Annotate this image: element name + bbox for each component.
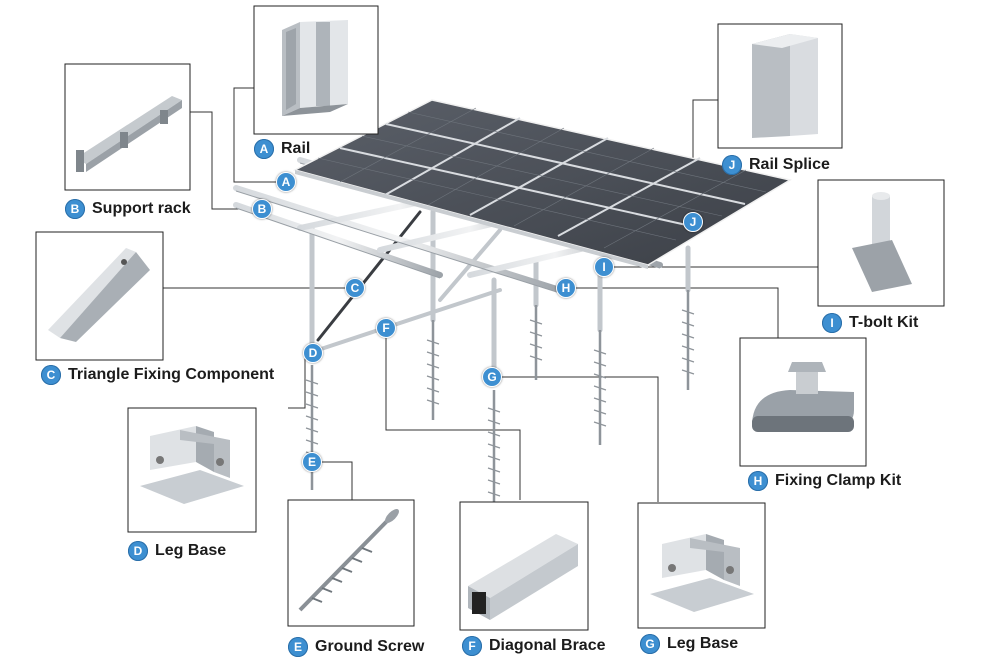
caption-text: Triangle Fixing Component bbox=[68, 366, 275, 383]
marker-c: C bbox=[345, 278, 365, 298]
caption-badge: B bbox=[65, 199, 85, 219]
marker-d: D bbox=[303, 343, 323, 363]
fixing-clamp-illustration bbox=[739, 337, 867, 467]
leader-h bbox=[566, 287, 779, 338]
leg-base-d-illustration bbox=[127, 407, 257, 533]
caption-text: Fixing Clamp Kit bbox=[775, 472, 902, 489]
caption-rail: A Rail bbox=[254, 139, 310, 159]
caption-ground-screw: E Ground Screw bbox=[288, 637, 424, 657]
caption-badge: J bbox=[722, 155, 742, 175]
marker-h: H bbox=[556, 278, 576, 298]
diagonal-brace-illustration bbox=[459, 501, 589, 631]
caption-badge: G bbox=[640, 634, 660, 654]
caption-text: Rail bbox=[281, 140, 311, 157]
caption-badge: E bbox=[288, 637, 308, 657]
leader-g bbox=[492, 376, 659, 502]
rail-splice-illustration bbox=[717, 23, 843, 149]
caption-text: Ground Screw bbox=[315, 638, 425, 655]
solar-panel-array bbox=[292, 99, 792, 269]
leg-base-g-illustration bbox=[637, 502, 766, 629]
caption-support-rack: B Support rack bbox=[65, 199, 191, 219]
t-bolt-illustration bbox=[817, 179, 945, 307]
leader-lines bbox=[162, 87, 818, 502]
marker-g: G bbox=[482, 367, 502, 387]
caption-rail-splice: J Rail Splice bbox=[722, 155, 830, 175]
caption-leg-base-g: G Leg Base bbox=[640, 634, 738, 654]
caption-badge: D bbox=[128, 541, 148, 561]
marker-e: E bbox=[302, 452, 322, 472]
caption-text: Leg Base bbox=[155, 542, 227, 559]
leader-f bbox=[385, 328, 521, 500]
marker-a: A bbox=[276, 172, 296, 192]
caption-triangle-fixing: C Triangle Fixing Component bbox=[41, 365, 274, 385]
rail-illustration bbox=[253, 5, 379, 135]
caption-diagonal-brace: F Diagonal Brace bbox=[462, 636, 605, 656]
triangle-fixing-illustration bbox=[35, 231, 164, 361]
leader-b bbox=[190, 111, 262, 210]
caption-badge: H bbox=[748, 471, 768, 491]
caption-badge: I bbox=[822, 313, 842, 333]
caption-text: Diagonal Brace bbox=[489, 637, 606, 654]
caption-text: Rail Splice bbox=[749, 156, 830, 173]
caption-text: Support rack bbox=[92, 200, 191, 217]
caption-text: Leg Base bbox=[667, 635, 739, 652]
caption-leg-base-d: D Leg Base bbox=[128, 541, 226, 561]
ground-screw-illustration bbox=[287, 499, 415, 627]
caption-badge: F bbox=[462, 636, 482, 656]
caption-fixing-clamp: H Fixing Clamp Kit bbox=[748, 471, 901, 491]
marker-f: F bbox=[376, 318, 396, 338]
marker-b: B bbox=[252, 199, 272, 219]
marker-i: I bbox=[594, 257, 614, 277]
support-rack-illustration bbox=[64, 63, 191, 191]
marker-j: J bbox=[683, 212, 703, 232]
caption-badge: A bbox=[254, 139, 274, 159]
leader-a bbox=[233, 87, 288, 183]
caption-t-bolt: I T-bolt Kit bbox=[822, 313, 918, 333]
caption-badge: C bbox=[41, 365, 61, 385]
leader-e bbox=[312, 461, 353, 500]
caption-text: T-bolt Kit bbox=[849, 314, 919, 331]
